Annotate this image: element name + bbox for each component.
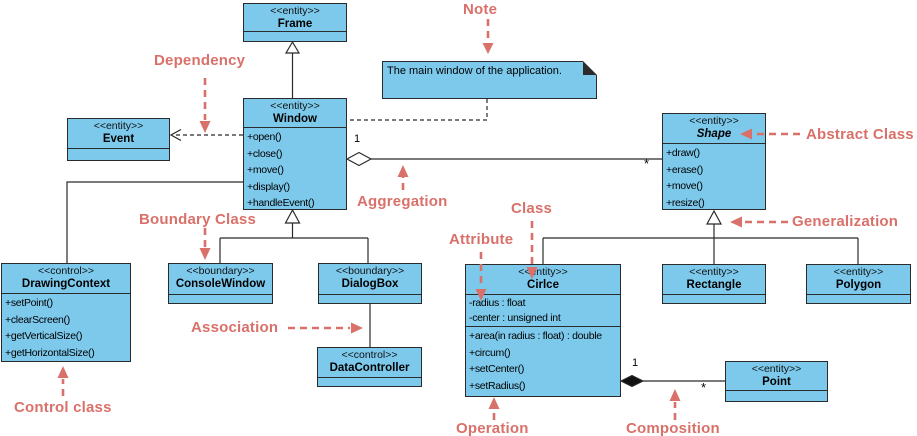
class-point-stereotype: <<entity>> <box>751 363 802 375</box>
class-window-operations: +open() +close() +move() +display() +han… <box>244 127 346 212</box>
class-window[interactable]: <<entity>> Window +open() +close() +move… <box>243 98 347 210</box>
class-window-header: <<entity>> Window <box>244 99 346 127</box>
class-polygon[interactable]: <<entity>> Polygon <box>806 264 911 304</box>
class-drawingcontext[interactable]: <<control>> DrawingContext +setPoint() +… <box>1 263 131 362</box>
class-datacontroller[interactable]: <<control>> DataController <box>317 347 422 387</box>
operation-item: +circum() <box>469 346 511 359</box>
class-shape[interactable]: <<entity>> Shape +draw() +erase() +move(… <box>662 113 766 210</box>
class-frame[interactable]: <<entity>> Frame <box>243 3 347 42</box>
class-frame-name: Frame <box>277 18 313 30</box>
operation-item: +erase() <box>666 163 703 176</box>
class-datacontroller-name: DataController <box>329 362 410 374</box>
class-polygon-name: Polygon <box>835 279 882 291</box>
class-shape-stereotype: <<entity>> <box>689 115 739 127</box>
multiplicity-aggregation-shape: * <box>644 156 650 171</box>
operation-item: +resize() <box>666 196 705 209</box>
class-event-name: Event <box>102 133 135 145</box>
class-polygon-header: <<entity>> Polygon <box>807 265 910 294</box>
attribute-item: -center : unsigned int <box>469 312 561 324</box>
class-circle-operations: +area(in radius : float) : double +circu… <box>466 326 620 396</box>
operation-item: +clearScreen() <box>5 313 70 326</box>
class-frame-stereotype: <<entity>> <box>270 5 320 17</box>
class-consolewindow-stereotype: <<boundary>> <box>186 265 255 277</box>
class-drawingcontext-operations: +setPoint() +clearScreen() +getVerticalS… <box>2 293 130 361</box>
class-circle-stereotype: <<entity>> <box>518 266 568 278</box>
class-event-stereotype: <<entity>> <box>93 120 144 132</box>
class-shape-operations: +draw() +erase() +move() +resize() <box>663 143 765 211</box>
operation-item: +handleEvent() <box>247 197 315 210</box>
attribute-item: -radius : float <box>469 297 526 309</box>
operation-item: +close() <box>247 147 283 160</box>
class-datacontroller-header: <<control>> DataController <box>318 348 421 377</box>
class-point-name: Point <box>762 376 791 388</box>
multiplicity-aggregation-window: 1 <box>354 133 361 145</box>
class-circle-name: Cirlce <box>527 279 559 291</box>
class-datacontroller-stereotype: <<control>> <box>341 349 398 361</box>
class-polygon-empty-compartment <box>807 294 910 303</box>
class-drawingcontext-stereotype: <<control>> <box>37 265 95 277</box>
operation-item: +display() <box>247 180 290 193</box>
class-window-stereotype: <<entity>> <box>270 100 320 112</box>
class-event[interactable]: <<entity>> Event <box>67 118 170 161</box>
operation-item: +open() <box>247 131 282 143</box>
class-drawingcontext-header: <<control>> DrawingContext <box>2 264 130 293</box>
class-consolewindow-header: <<boundary>> ConsoleWindow <box>169 264 272 294</box>
operation-item: +draw() <box>666 147 700 159</box>
class-consolewindow[interactable]: <<boundary>> ConsoleWindow <box>168 263 273 304</box>
note[interactable]: The main window of the application. <box>382 61 597 99</box>
class-event-empty-compartment <box>68 148 169 160</box>
class-point[interactable]: <<entity>> Point <box>725 361 828 402</box>
class-dialogbox[interactable]: <<boundary>> DialogBox <box>318 263 422 304</box>
class-polygon-stereotype: <<entity>> <box>833 266 884 278</box>
note-text: The main window of the application. <box>387 65 562 77</box>
class-consolewindow-empty-compartment <box>169 294 272 303</box>
operation-item: +setRadius() <box>469 379 526 392</box>
class-point-header: <<entity>> Point <box>726 362 827 390</box>
operation-item: +getHorizontalSize() <box>5 346 95 359</box>
class-frame-empty-compartment <box>244 31 346 41</box>
class-rectangle-stereotype: <<entity>> <box>689 266 739 278</box>
class-dialogbox-name: DialogBox <box>341 278 399 290</box>
class-circle-attributes: -radius : float -center : unsigned int <box>466 294 620 326</box>
operation-item: +setPoint() <box>5 297 53 309</box>
class-datacontroller-empty-compartment <box>318 377 421 386</box>
class-rectangle[interactable]: <<entity>> Rectangle <box>662 264 766 304</box>
class-frame-header: <<entity>> Frame <box>244 4 346 31</box>
operation-item: +move() <box>666 180 703 193</box>
operation-item: +move() <box>247 164 284 177</box>
class-window-name: Window <box>273 113 317 125</box>
class-point-empty-compartment <box>726 390 827 401</box>
multiplicity-composition-circle: 1 <box>632 357 639 369</box>
class-rectangle-empty-compartment <box>663 294 765 303</box>
operation-item: +setCenter() <box>469 363 525 376</box>
class-consolewindow-name: ConsoleWindow <box>175 278 266 290</box>
class-rectangle-name: Rectangle <box>686 279 742 291</box>
class-dialogbox-header: <<boundary>> DialogBox <box>319 264 421 294</box>
multiplicity-composition-point: * <box>701 380 707 395</box>
operation-item: +area(in radius : float) : double <box>469 330 602 342</box>
class-dialogbox-stereotype: <<boundary>> <box>335 265 405 277</box>
class-event-header: <<entity>> Event <box>68 119 169 148</box>
class-circle[interactable]: <<entity>> Cirlce -radius : float -cente… <box>465 264 621 397</box>
class-drawingcontext-name: DrawingContext <box>21 278 111 290</box>
class-shape-header: <<entity>> Shape <box>663 114 765 143</box>
class-circle-header: <<entity>> Cirlce <box>466 265 620 294</box>
class-shape-name: Shape <box>696 128 732 140</box>
class-dialogbox-empty-compartment <box>319 294 421 303</box>
operation-item: +getVerticalSize() <box>5 330 83 343</box>
class-rectangle-header: <<entity>> Rectangle <box>663 265 765 294</box>
